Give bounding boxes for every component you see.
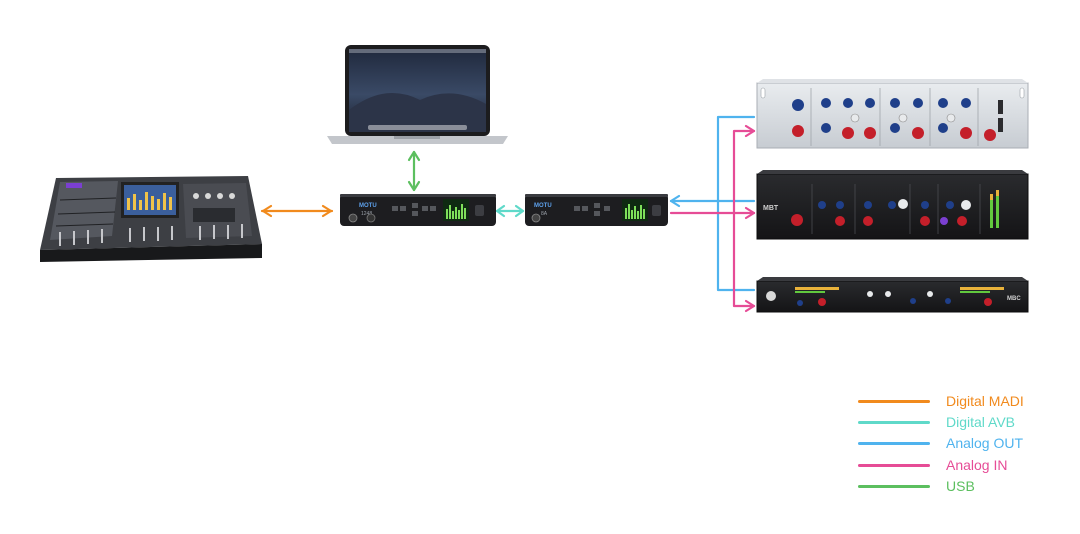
connection-usb (407, 150, 421, 192)
interface-brand-8a: MOTU (534, 203, 552, 209)
rack-channel-strip-icon: MBT (756, 170, 1029, 240)
audio-interface-8a: MOTU 8A (525, 194, 668, 226)
connection-analog-out (669, 115, 756, 292)
rack-preamp-silver (756, 79, 1029, 149)
interface-model-1248: 1248 (361, 211, 372, 217)
mixing-console-icon (40, 176, 262, 262)
legend-label-analog-out: Analog OUT (946, 435, 1024, 451)
legend-label-madi: Digital MADI (946, 393, 1024, 409)
audio-interface-1248: MOTU 1248 (340, 194, 496, 226)
legend-line-usb (858, 485, 930, 488)
legend-label-usb: USB (946, 478, 975, 494)
legend-line-madi (858, 400, 930, 403)
connection-madi (260, 204, 334, 218)
preamp-badge: MBC (1007, 296, 1021, 302)
channel-strip-badge: MBT (763, 205, 779, 212)
rack-preamp-dark: MBC (756, 277, 1029, 313)
connection-analog-in (669, 124, 756, 313)
laptop-icon (327, 45, 508, 144)
interface-brand-1248: MOTU (359, 203, 377, 209)
legend-label-avb: Digital AVB (946, 414, 1015, 430)
interface-model-8a: 8A (541, 211, 548, 217)
legend-line-analog-out (858, 442, 930, 445)
connection-avb (495, 204, 525, 218)
legend-line-avb (858, 421, 930, 424)
legend-line-analog-in (858, 464, 930, 467)
legend-label-analog-in: Analog IN (946, 457, 1008, 473)
